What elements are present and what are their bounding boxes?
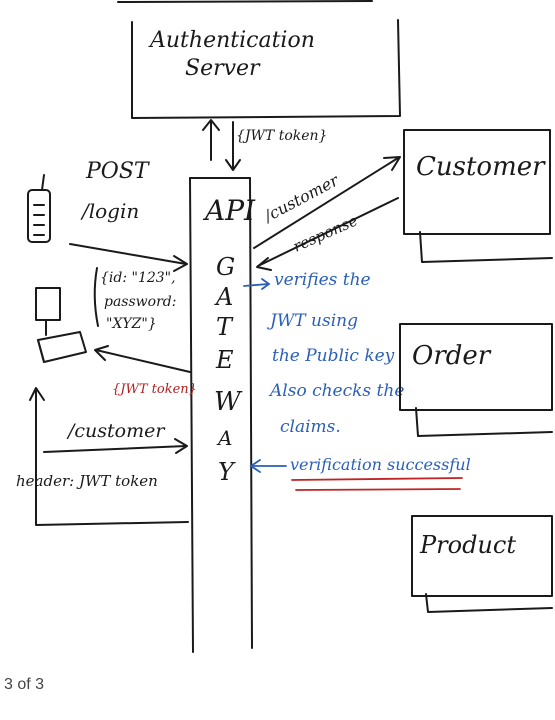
gateway-letter-e: E	[215, 346, 234, 374]
returned-jwt-token-label: {JWT token}	[112, 382, 197, 397]
token-return: {JWT token}	[94, 345, 197, 397]
request-body-value: "XYZ"}	[106, 316, 157, 332]
product-service-box: Product	[411, 515, 553, 613]
computer-icon	[35, 287, 87, 363]
api-gateway-title: API	[202, 194, 256, 227]
gateway-letter-a2: A	[216, 426, 232, 450]
auth-jwt-token-label: {JWT token}	[236, 128, 327, 144]
note-line-5: claims.	[280, 417, 341, 437]
header-jwt-label: header: JWT token	[16, 472, 158, 490]
client-customer-route-label: /customer	[66, 420, 166, 442]
verification-success-label: verification successful	[290, 455, 471, 474]
note-line-3: the Public key	[272, 346, 395, 366]
note-line-2: JWT using	[267, 311, 358, 331]
order-service-box: Order	[399, 323, 553, 437]
note-line-1: verifies the	[274, 270, 371, 290]
gateway-letter-g: G	[216, 253, 235, 281]
post-label: POST	[85, 159, 151, 184]
gateway-letter-t: T	[216, 313, 234, 341]
auth-server-label-line1: Authentication	[148, 28, 315, 53]
customer-service-label: Customer	[416, 152, 546, 182]
gateway-customer-calls: /customer response	[253, 156, 401, 271]
request-body-id: {id: "123",	[100, 270, 176, 286]
note-line-4: Also checks the	[268, 381, 404, 401]
gateway-letter-a: A	[214, 283, 233, 311]
login-route-label: /login	[80, 199, 139, 223]
gateway-letter-y: Y	[218, 458, 236, 486]
login-request: POST /login {id: "123", password: "XYZ"}	[69, 159, 188, 332]
page-indicator: 3 of 3	[4, 676, 45, 693]
order-service-label: Order	[412, 341, 492, 371]
gateway-letter-w: W	[214, 387, 243, 417]
auth-server-label-line2: Server	[185, 56, 261, 81]
customer-request: /customer header: JWT token	[16, 387, 189, 526]
product-service-label: Product	[419, 531, 516, 559]
verification-notes: verifies the JWT using the Public key Al…	[243, 270, 471, 491]
client-devices	[27, 174, 87, 363]
auth-arrows: {JWT token}	[202, 119, 327, 171]
request-body-password: password:	[104, 294, 176, 310]
phone-icon	[27, 174, 51, 243]
success-underline	[291, 477, 463, 481]
api-gateway-box: API G A T E W A Y	[189, 177, 256, 653]
customer-service-box: Customer	[403, 129, 553, 263]
auth-server-box: Authentication Server	[117, 0, 401, 119]
